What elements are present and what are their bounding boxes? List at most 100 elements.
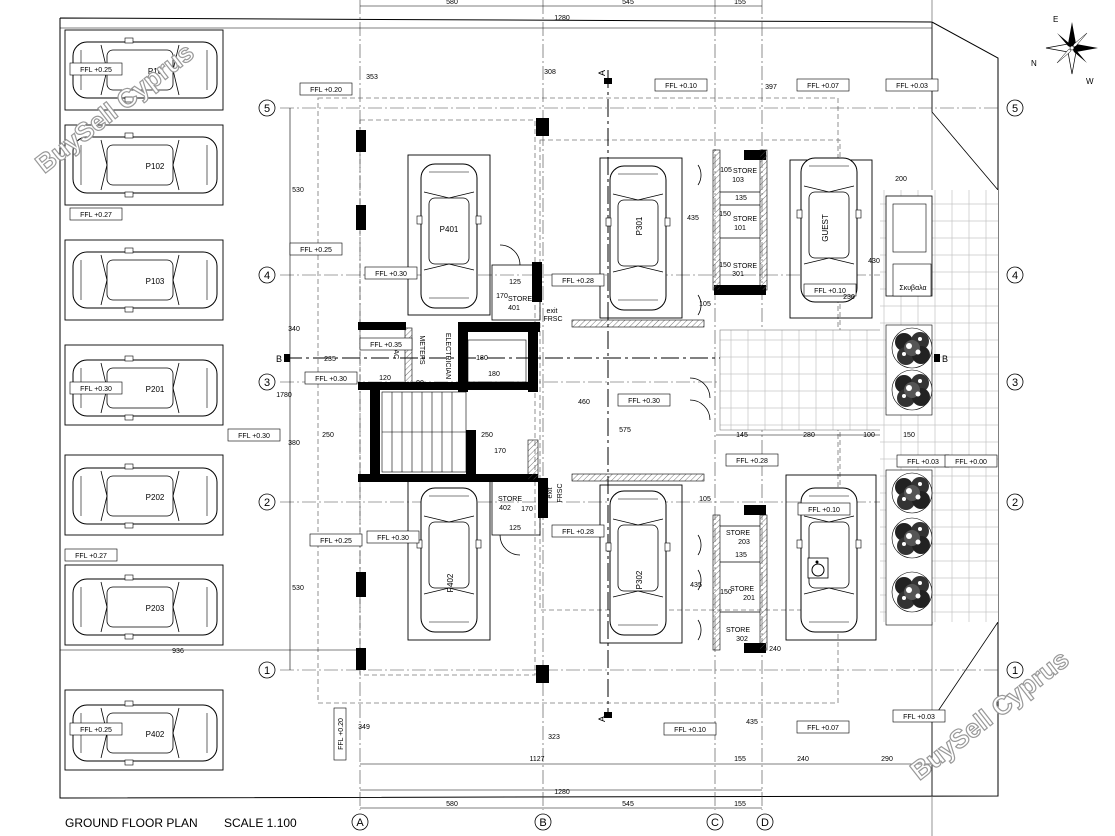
dim-text: 135 [735,195,747,202]
dim-text: 135 [735,552,747,559]
ffl-label: FFL +0.00 [955,459,987,466]
ffl-label: FFL +0.25 [80,67,112,74]
room-label: STORE [726,530,750,537]
dim-text: 105 [699,496,711,503]
grid-row-4-right: 4 [1012,270,1018,282]
parking-label: P401 [440,225,459,234]
ffl-label: FFL +0.20 [338,718,345,750]
room-label: 301 [732,271,744,278]
dim-text: 250 [481,432,493,439]
dim-text: 125 [509,279,521,286]
room-label: exit [547,308,558,315]
dim-text: 90 [416,380,424,387]
left-parking-cars [72,37,218,766]
parking-label: P203 [146,604,165,613]
ffl-label: FFL +0.10 [808,507,840,514]
dim-text: 349 [358,724,370,731]
dim-text: 200 [895,176,907,183]
dim-text: 323 [548,734,560,741]
grid-col-a: A [356,817,364,829]
room-label: FRSC [543,316,562,323]
dimension-lines [60,5,932,809]
ffl-label: FFL +0.03 [903,714,935,721]
dim-text: 230 [843,294,855,301]
grid-col-c: C [711,817,719,829]
room-label: STORE [733,216,757,223]
grid-col-b: B [539,817,546,829]
room-label: 103 [732,177,744,184]
dim-text: 575 [619,427,631,434]
ramp [719,329,886,431]
room-label: 402 [499,505,511,512]
ffl-label: FFL +0.28 [736,458,768,465]
room-label: FRSC [557,483,564,502]
grid-row-2-right: 2 [1012,497,1018,509]
parking-label: P202 [146,493,165,502]
parking-label: P301 [635,216,644,235]
wheelchair-icon [807,557,829,579]
dim-text: 180 [476,355,488,362]
ffl-label: FFL +0.30 [377,535,409,542]
grid-bubbles [258,99,1024,831]
dim-text: 150 [719,211,731,218]
dim-text: 435 [687,215,699,222]
dim-text: 240 [769,646,781,653]
parking-label: P302 [635,570,644,589]
dashed-outlines [317,97,841,704]
parking-label: GUEST [821,214,830,242]
room-label: METERS [418,335,425,365]
walls [356,118,766,683]
ffl-label: FFL +0.35 [370,342,402,349]
dim-text: 170 [496,293,508,300]
grid-row-5-right: 5 [1012,103,1018,115]
grid-row-1-right: 1 [1012,665,1018,677]
section-a-bottom: A [597,716,607,722]
dim-text: 340 [288,326,300,333]
dim-text: 100 [863,432,875,439]
ffl-label: FFL +0.25 [300,247,332,254]
ffl-label: FFL +0.28 [562,529,594,536]
dim-text: 380 [288,440,300,447]
dim-text: 1780 [276,392,292,399]
room-label: STORE [508,296,532,303]
dim-text: 580 [446,801,458,808]
room-label: EAC [392,345,399,359]
room-label: 302 [736,636,748,643]
dim-text: 155 [734,756,746,763]
dim-text: 105 [699,301,711,308]
ffl-label: FFL +0.27 [80,212,112,219]
dim-text: 235 [324,356,336,363]
stairs [381,339,527,473]
room-label: 101 [734,225,746,232]
dim-text: 240 [797,756,809,763]
dim-text: 353 [366,74,378,81]
section-b-left: B [276,354,282,364]
dim-text: 545 [622,0,634,6]
dim-text: 150 [903,432,915,439]
dim-text: 120 [379,375,391,382]
ffl-label: FFL +0.30 [628,398,660,405]
parking-label: P402 [146,730,165,739]
grid-row-2-left: 2 [264,497,270,509]
ffl-label: FFL +0.30 [238,433,270,440]
dim-text: 397 [765,84,777,91]
hatched-walls [404,149,768,651]
drawing-scale: SCALE 1.100 [224,816,297,830]
ffl-label: FFL +0.10 [814,288,846,295]
dim-text: 1127 [529,756,544,763]
parking-label: P201 [146,385,165,394]
dim-text: 1280 [554,789,570,796]
compass-e: E [1053,15,1058,24]
grid-col-d: D [761,817,769,829]
dim-text: 150 [720,589,732,596]
parking-label: P103 [146,277,165,286]
dim-text: 125 [509,525,521,532]
room-label: STORE [726,627,750,634]
grid-row-5-left: 5 [264,103,270,115]
room-label: STORE [733,168,757,175]
dim-text: 145 [736,432,748,439]
ffl-label: FFL +0.30 [375,271,407,278]
dim-text: 290 [881,756,893,763]
dim-text: 150 [719,262,731,269]
